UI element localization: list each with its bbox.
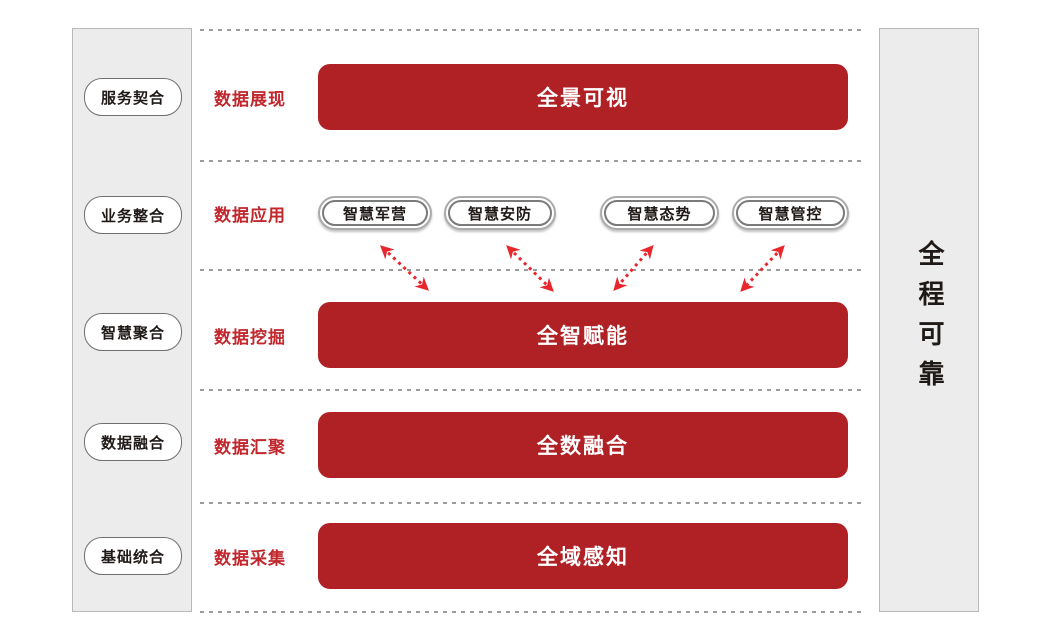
left-panel: 服务契合 业务整合 智慧聚合 数据融合 基础统合 (72, 28, 192, 612)
row-label-data-collection: 数据采集 (214, 548, 286, 569)
app-pill-smart-situation: 智慧态势 (600, 196, 719, 230)
app-pill-smart-security: 智慧安防 (444, 196, 556, 230)
bar-full-domain-sensing: 全域感知 (318, 523, 848, 589)
separator-line (200, 160, 862, 162)
separator-line (200, 611, 862, 613)
app-pill-label: 智慧军营 (322, 200, 428, 226)
app-pill-smart-barracks: 智慧军营 (318, 196, 432, 230)
right-panel-label: 全程可靠 (914, 240, 944, 400)
arrow-pill3-to-bar (613, 244, 654, 292)
app-pill-label: 智慧安防 (448, 200, 552, 226)
app-pill-smart-control: 智慧管控 (732, 196, 849, 230)
left-pill-business-integration: 业务整合 (84, 196, 182, 234)
left-pill-service-fit: 服务契合 (84, 78, 182, 116)
row-label-data-mining: 数据挖掘 (214, 327, 286, 348)
arrow-pill1-to-bar (380, 245, 429, 291)
app-pill-label: 智慧管控 (736, 200, 845, 226)
separator-line (200, 389, 862, 391)
app-pill-label: 智慧态势 (604, 200, 715, 226)
row-label-data-application: 数据应用 (214, 205, 286, 226)
left-pill-wisdom-aggregation: 智慧聚合 (84, 313, 182, 351)
left-pill-data-fusion: 数据融合 (84, 423, 182, 461)
left-pill-basic-integration: 基础统合 (84, 537, 182, 575)
bar-full-data-fusion: 全数融合 (318, 412, 848, 478)
separator-line (200, 29, 862, 31)
row-label-data-convergence: 数据汇聚 (214, 437, 286, 458)
separator-line (200, 269, 862, 271)
bar-panoramic-visibility: 全景可视 (318, 64, 848, 130)
separator-line (200, 502, 862, 504)
bar-full-intelligence: 全智赋能 (318, 302, 848, 368)
row-label-data-presentation: 数据展现 (214, 89, 286, 110)
right-panel: 全程可靠 (879, 28, 979, 612)
